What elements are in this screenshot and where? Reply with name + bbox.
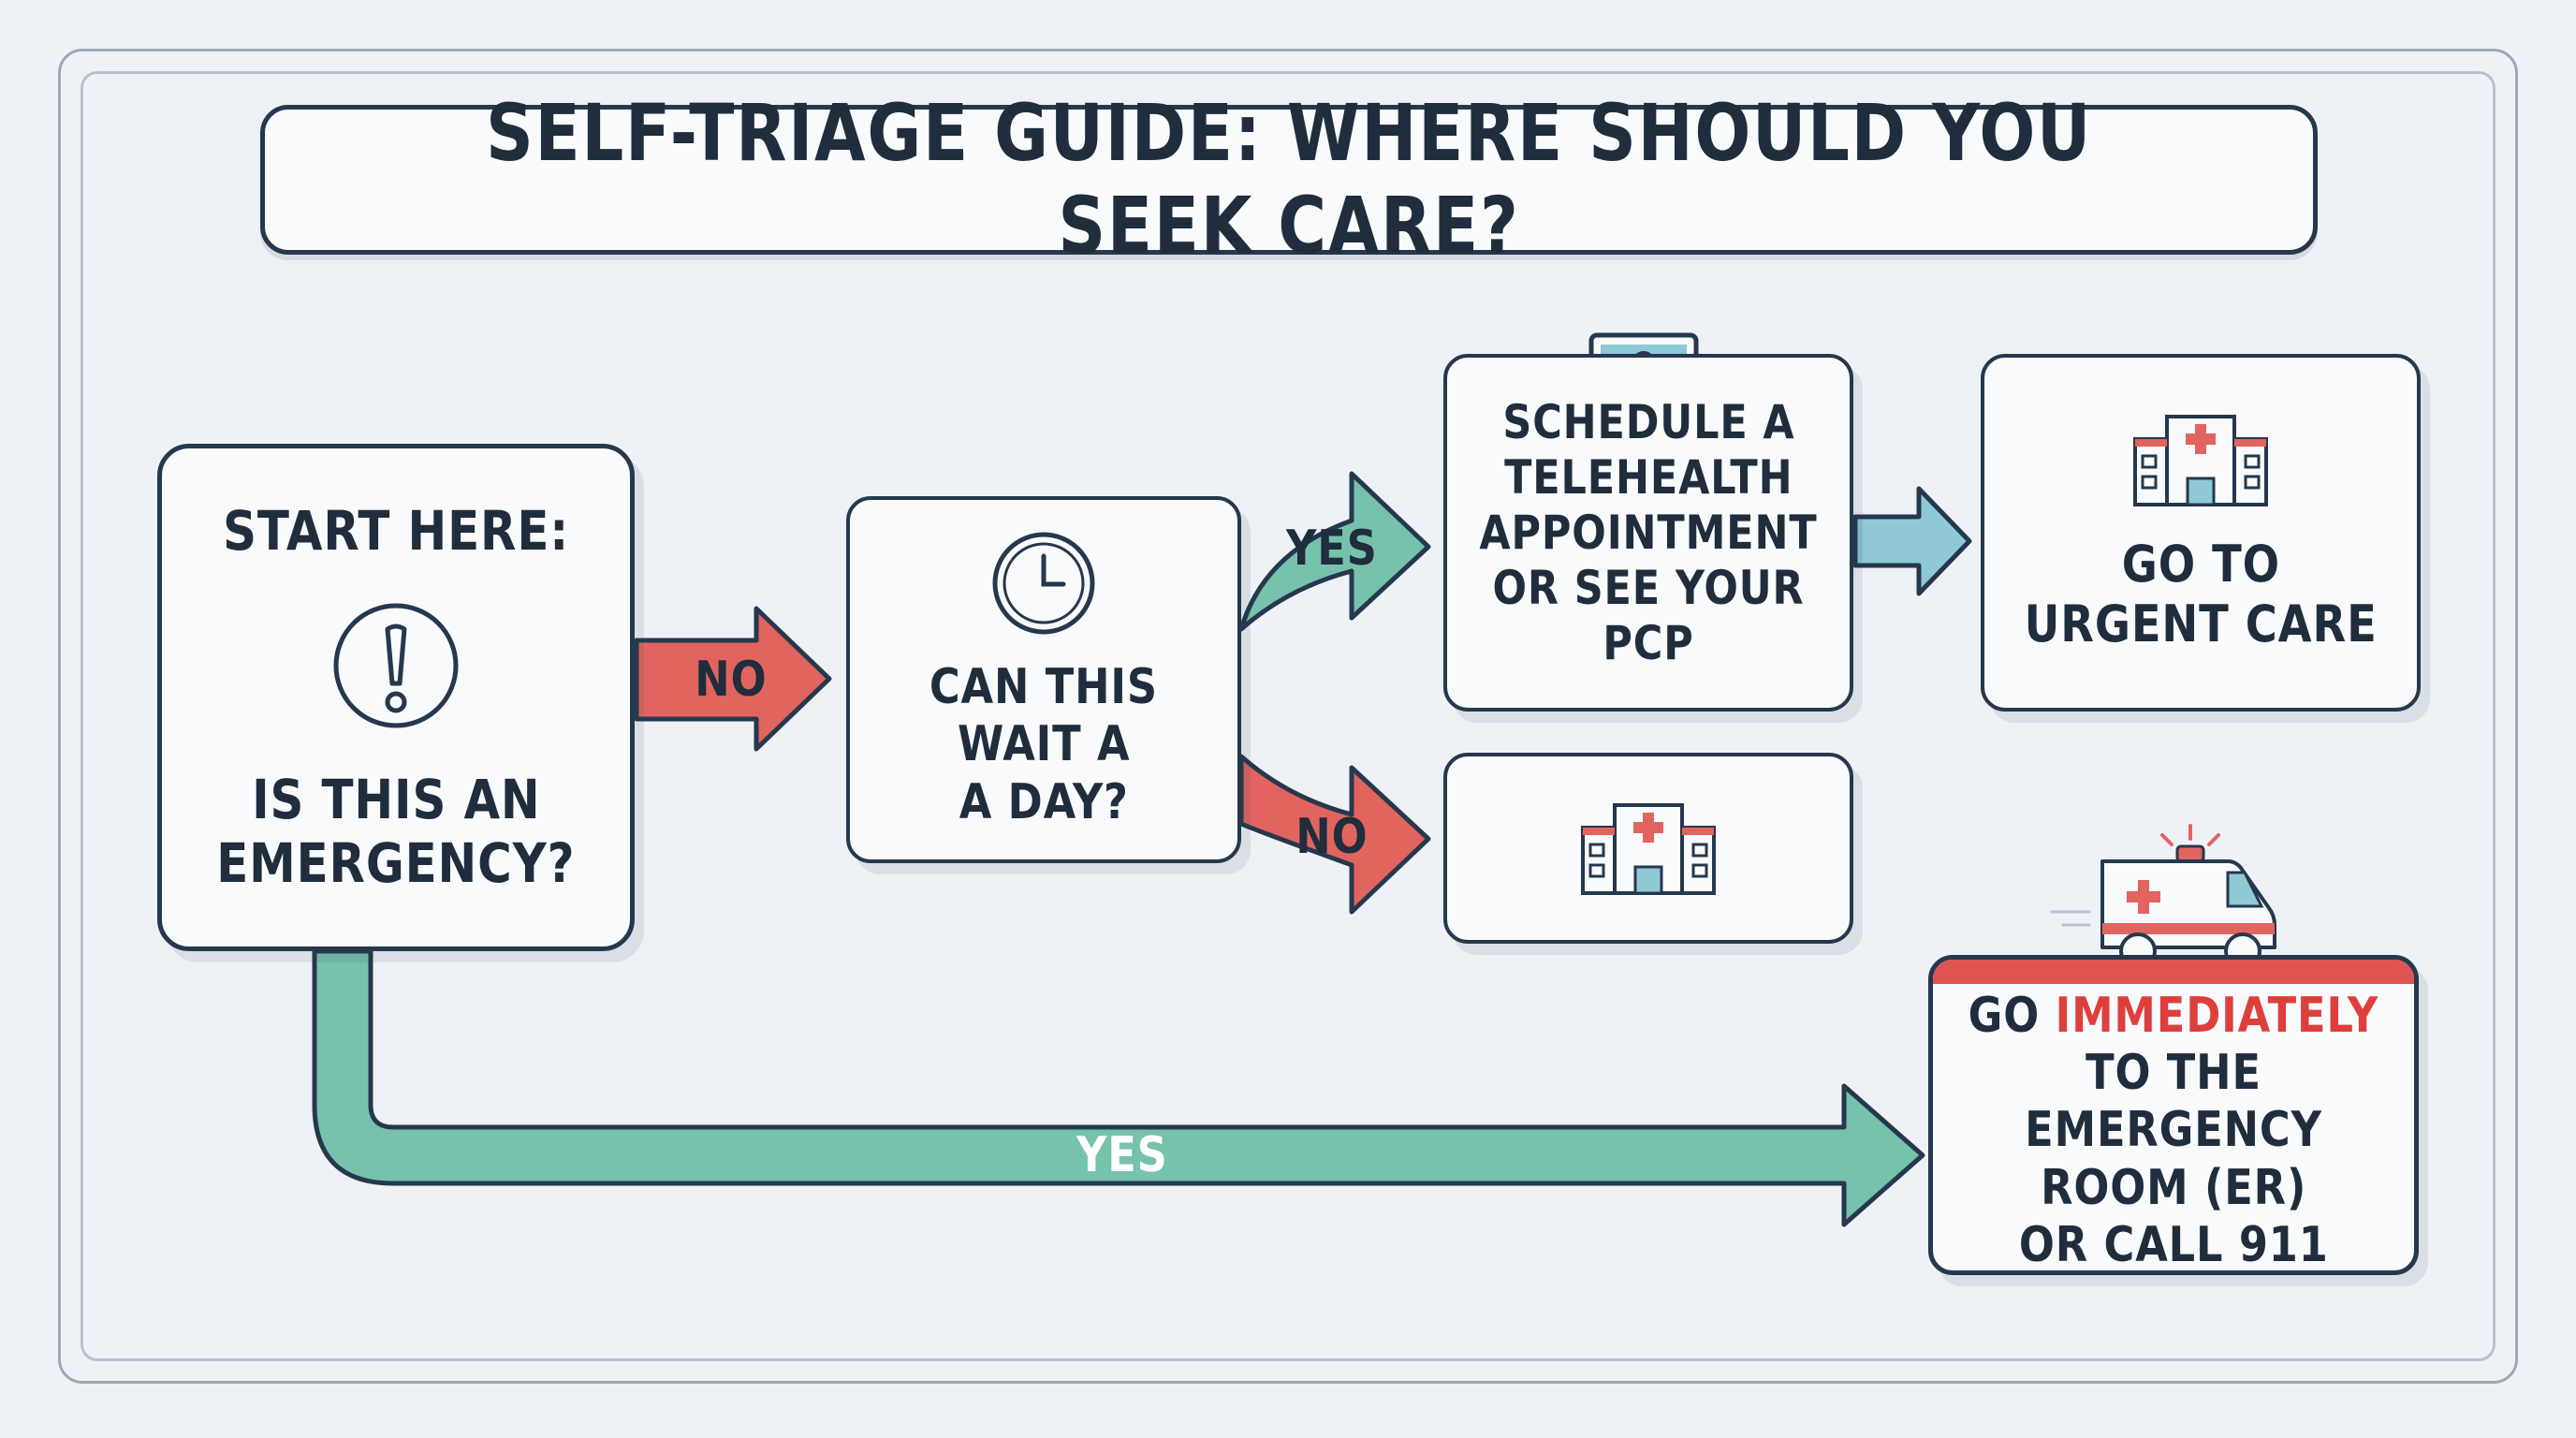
- exclamation-circle-icon: [333, 603, 459, 728]
- start-box: START HERE: IS THIS AN EMERGENCY?: [157, 444, 635, 951]
- ambulance-icon: [2050, 824, 2276, 970]
- telehealth-line2: TELEHEALTH: [1503, 449, 1793, 505]
- telehealth-line1: SCHEDULE A: [1501, 394, 1795, 449]
- wait-no-label: NO: [1295, 809, 1368, 865]
- urgent-care-line2: URGENT CARE: [2024, 594, 2378, 653]
- er-immediately: IMMEDIATELY: [2055, 987, 2379, 1044]
- wait-question-line3: A DAY?: [959, 773, 1129, 830]
- urgent-care-line1: GO TO: [2121, 535, 2280, 594]
- telehealth-box: SCHEDULE A TELEHEALTH APPOINTMENT OR SEE…: [1443, 354, 1853, 712]
- tele-urgent-arrow: [1852, 486, 1972, 596]
- inner-frame: [80, 71, 2496, 1361]
- outer-frame: [58, 49, 2518, 1384]
- er-go: GO: [1968, 987, 2041, 1044]
- hospital-building-icon: [2133, 415, 2268, 507]
- telehealth-line4: OR SEE YOUR PCP: [1492, 560, 1805, 670]
- emergency-question-line2: EMERGENCY?: [216, 831, 576, 896]
- emergency-question-line1: IS THIS AN: [251, 767, 541, 831]
- telehealth-line3: APPOINTMENT: [1479, 505, 1818, 560]
- wait-question-line2: WAIT A: [957, 716, 1131, 773]
- clock-icon: [992, 532, 1095, 635]
- wait-yes-arrow: [1238, 471, 1431, 632]
- start-no-label: NO: [695, 652, 768, 708]
- wait-no-arrow: [1238, 754, 1431, 915]
- hospital-box: [1443, 753, 1853, 944]
- wait-question-line1: CAN THIS: [929, 658, 1159, 715]
- er-line1: GO IMMEDIATELY: [1969, 988, 2378, 1045]
- er-line3: ROOM (ER): [2040, 1159, 2307, 1216]
- page-title: SELF-TRIAGE GUIDE: WHERE SHOULD YOU SEEK…: [260, 87, 2318, 271]
- er-line2: TO THE EMERGENCY: [2025, 1044, 2322, 1159]
- start-yes-arrow: [312, 948, 1925, 1227]
- urgent-care-box: GO TO URGENT CARE: [1981, 354, 2421, 712]
- hospital-building-icon: [1581, 803, 1716, 895]
- start-label: START HERE:: [223, 499, 569, 564]
- start-yes-label: YES: [1076, 1127, 1168, 1183]
- er-line4: OR CALL 911: [2018, 1217, 2329, 1274]
- wait-yes-label: YES: [1285, 521, 1378, 577]
- emergency-room-box: GO IMMEDIATELY TO THE EMERGENCY ROOM (ER…: [1928, 955, 2419, 1275]
- title-text: SELF-TRIAGE GUIDE: WHERE SHOULD YOU SEEK…: [485, 86, 2093, 271]
- wait-box: CAN THIS WAIT A A DAY?: [846, 496, 1241, 863]
- start-no-arrow: [634, 606, 832, 752]
